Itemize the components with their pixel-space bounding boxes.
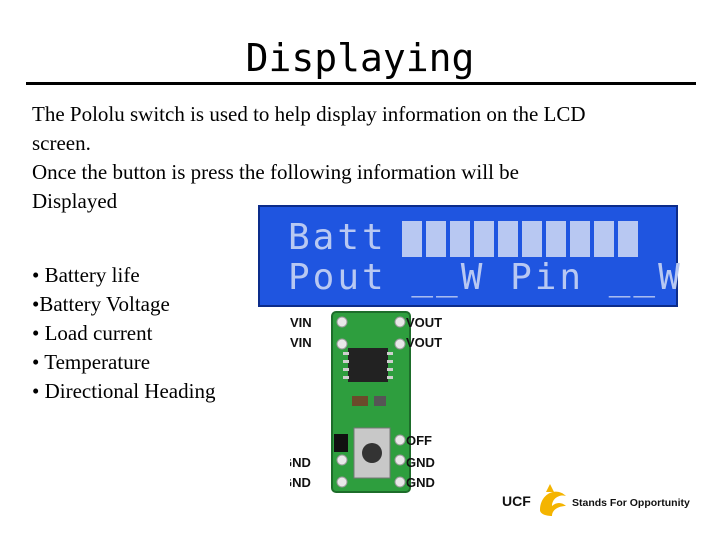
ucf-logo: UCF Stands For Opportunity (502, 484, 690, 516)
slide-title: Displaying (245, 36, 475, 80)
bullet-battery-voltage: •Battery Voltage (32, 292, 170, 316)
board-label-gnd-1: GND (290, 455, 311, 470)
paragraph-line: Displayed (32, 189, 118, 213)
bullet-temperature: • Temperature (32, 350, 151, 374)
board-label-vin-1: VIN (290, 315, 312, 330)
info-bullet-list: • Battery life •Battery Voltage • Load c… (32, 261, 215, 406)
pololu-switch-board-image: VIN VIN GND GND VOUT VOUT OFF GND GND (290, 311, 442, 493)
board-label-vout-1: VOUT (406, 315, 442, 330)
paragraph-line: screen. (32, 131, 91, 155)
board-label-vin-2: VIN (290, 335, 312, 350)
board-label-off: OFF (406, 433, 432, 448)
board-label-gnd-3: GND (406, 455, 435, 470)
lcd-screen-image: Batt Pout __W Pin __W (258, 205, 680, 307)
lcd-line-1: Batt (288, 217, 387, 258)
bullet-directional-heading: • Directional Heading (32, 379, 216, 403)
ucf-logo-text: UCF (502, 493, 531, 509)
bullet-battery-life: • Battery life (32, 263, 140, 287)
description-paragraph: The Pololu switch is used to help displa… (32, 100, 682, 216)
ucf-tagline: Stands For Opportunity (572, 497, 690, 509)
paragraph-line: Once the button is press the following i… (32, 160, 519, 184)
paragraph-line: The Pololu switch is used to help displa… (32, 102, 586, 126)
bullet-load-current: • Load current (32, 321, 153, 345)
board-label-vout-2: VOUT (406, 335, 442, 350)
board-label-gnd-2: GND (290, 475, 311, 490)
title-underline (26, 82, 696, 85)
board-label-gnd-4: GND (406, 475, 435, 490)
pegasus-icon (540, 484, 566, 516)
lcd-line-2: Pout __W Pin __W (288, 257, 683, 298)
lcd-battery-bar (402, 221, 638, 257)
